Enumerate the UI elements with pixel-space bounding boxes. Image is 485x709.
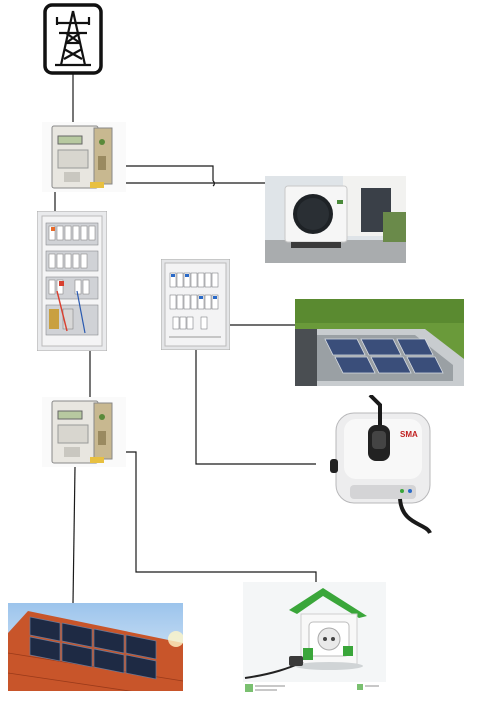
pitched-roof-solar-photo: [8, 603, 183, 691]
pv-meter-photo: [42, 397, 126, 467]
wire-pvmeter-to-house: [126, 451, 317, 583]
wire-pvmeter-to-roof: [72, 466, 76, 604]
wire-sub-to-wallbox: [195, 349, 316, 465]
heat-pump-photo: [265, 176, 406, 263]
main-meter-photo: [42, 122, 126, 192]
sub-distribution-cabinet-photo: [161, 259, 230, 350]
wire-hop: [212, 180, 215, 187]
wallbox-charger-photo: SMA: [330, 395, 440, 537]
flat-roof-solar-photo: [295, 299, 464, 386]
house-socket-photo: [243, 582, 386, 694]
power-pylon-icon: [43, 3, 103, 75]
main-distribution-cabinet-photo: [37, 211, 107, 351]
svg-text:SMA: SMA: [400, 430, 418, 439]
wire-meter-to-subcabinet: [126, 165, 214, 181]
